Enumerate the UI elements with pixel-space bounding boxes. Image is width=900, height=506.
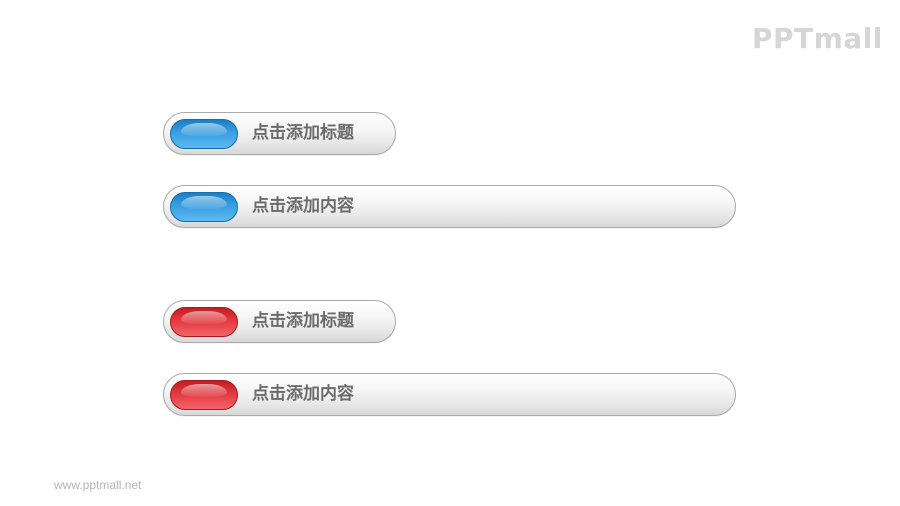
footer-url: www.pptmall.net <box>54 478 142 492</box>
red-capsule-icon <box>170 380 238 410</box>
title-label: 点击添加标题 <box>252 123 354 143</box>
title-label: 点击添加标题 <box>252 311 354 331</box>
content-label: 点击添加内容 <box>252 384 354 404</box>
red-title-bar[interactable]: 点击添加标题 <box>163 300 396 343</box>
red-capsule-icon <box>170 307 238 337</box>
content-label: 点击添加内容 <box>252 196 354 216</box>
blue-capsule-icon <box>170 192 238 222</box>
blue-capsule-icon <box>170 119 238 149</box>
blue-content-bar[interactable]: 点击添加内容 <box>163 185 736 228</box>
blue-title-bar[interactable]: 点击添加标题 <box>163 112 396 155</box>
pptmall-logo: PPTmall <box>752 22 883 55</box>
red-content-bar[interactable]: 点击添加内容 <box>163 373 736 416</box>
